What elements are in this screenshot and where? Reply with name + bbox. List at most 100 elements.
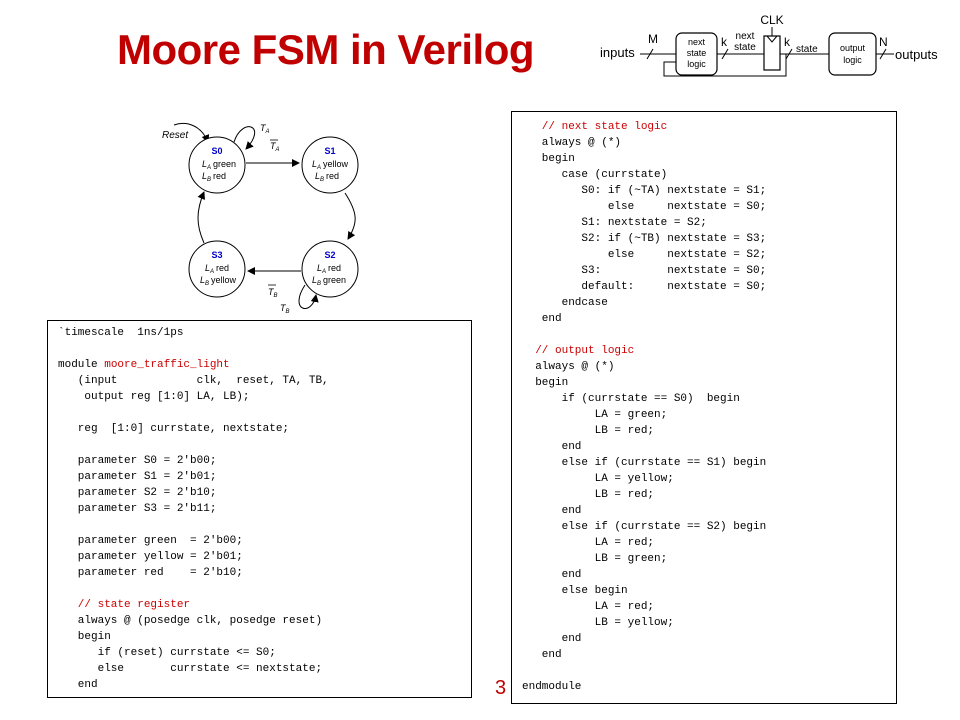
label-ta-bar: TA bbox=[270, 141, 280, 153]
code-line: begin bbox=[522, 153, 575, 165]
code-line: else nextstate = S2; bbox=[522, 249, 767, 261]
label-tb: TB bbox=[280, 303, 290, 315]
code-line: parameter red = 2'b10; bbox=[58, 567, 243, 579]
slide-title: Moore FSM in Verilog bbox=[117, 26, 535, 73]
svg-text:LB: LB bbox=[202, 171, 211, 183]
code-line: module moore_traffic_light bbox=[58, 359, 230, 371]
state-s3-name: S3 bbox=[211, 250, 222, 260]
svg-text:green: green bbox=[213, 159, 236, 169]
reset-label: Reset bbox=[162, 130, 189, 141]
code-line: end bbox=[522, 313, 562, 325]
code-line: LB = green; bbox=[522, 553, 668, 565]
transition-s3-s0 bbox=[197, 191, 205, 244]
state-s3: S3 LA red LB yellow bbox=[188, 240, 246, 298]
clk-label: CLK bbox=[760, 13, 783, 27]
code-line: else if (currstate == S1) begin bbox=[522, 457, 767, 469]
transition-s1-s2 bbox=[344, 192, 356, 240]
code-line: S3: nextstate = S0; bbox=[522, 265, 767, 277]
code-line: parameter S3 = 2'b11; bbox=[58, 503, 217, 515]
code-line: end bbox=[522, 505, 582, 517]
code-line: always @ (posedge clk, posedge reset) bbox=[58, 615, 323, 627]
transition-s0-self bbox=[233, 126, 256, 150]
state-s1-name: S1 bbox=[324, 146, 335, 156]
ol-line-1: output bbox=[840, 43, 866, 53]
code-line: LA = green; bbox=[522, 409, 668, 421]
m-label: M bbox=[648, 32, 658, 46]
state-s2-name: S2 bbox=[324, 250, 335, 260]
next-state-label-1: next bbox=[736, 31, 755, 42]
inputs-bus-tick bbox=[646, 48, 654, 60]
code-line: LA = yellow; bbox=[522, 473, 674, 485]
svg-text:LB: LB bbox=[312, 275, 321, 287]
svg-text:LA: LA bbox=[202, 159, 211, 171]
code-line: end bbox=[522, 633, 582, 645]
label-ta: TA bbox=[260, 123, 270, 135]
code-line: // output logic bbox=[522, 345, 635, 357]
output-logic-box bbox=[828, 32, 877, 76]
svg-text:LA: LA bbox=[312, 159, 321, 171]
code-line: begin bbox=[58, 631, 111, 643]
code-line: else currstate <= nextstate; bbox=[58, 663, 323, 675]
state-label: state bbox=[796, 44, 818, 55]
svg-text:LB: LB bbox=[315, 171, 324, 183]
state-s0-name: S0 bbox=[211, 146, 222, 156]
svg-text:red: red bbox=[213, 171, 226, 181]
code-line: LA = red; bbox=[522, 601, 655, 613]
nsl-line-3: logic bbox=[687, 59, 706, 69]
page-number: 3 bbox=[495, 677, 507, 699]
code-line: parameter S0 = 2'b00; bbox=[58, 455, 217, 467]
nsl-line-1: next bbox=[688, 37, 706, 47]
code-line: S2: if (~TB) nextstate = S3; bbox=[522, 233, 767, 245]
k-label-2: k bbox=[784, 35, 791, 49]
state-s0: S0 LA green LB red bbox=[188, 136, 246, 194]
transition-s2-self bbox=[298, 284, 319, 309]
outputs-bus-tick bbox=[879, 48, 887, 60]
fsm-block-diagram: inputs M next state logic k next state C… bbox=[600, 13, 938, 77]
code-line: (input clk, reset, TA, TB, bbox=[58, 375, 329, 387]
svg-text:LA: LA bbox=[205, 263, 214, 275]
state-s2: S2 LA red LB green bbox=[301, 240, 359, 298]
code-line: S0: if (~TA) nextstate = S1; bbox=[522, 185, 767, 197]
state-transition-diagram: Reset S0 LA green LB red S1 LA yellow LB… bbox=[162, 122, 359, 315]
code-line: always @ (*) bbox=[522, 361, 615, 373]
code-line: else if (currstate == S2) begin bbox=[522, 521, 767, 533]
code-line: output reg [1:0] LA, LB); bbox=[58, 391, 250, 403]
code-line: always @ (*) bbox=[522, 137, 622, 149]
outputs-label: outputs bbox=[895, 47, 938, 62]
nsl-line-2: state bbox=[687, 48, 707, 58]
ol-line-2: logic bbox=[843, 55, 862, 65]
code-line: parameter S1 = 2'b01; bbox=[58, 471, 217, 483]
feedback-wire bbox=[663, 54, 787, 77]
code-line: reg [1:0] currstate, nextstate; bbox=[58, 423, 290, 435]
code-line: end bbox=[522, 649, 562, 661]
code-line: default: nextstate = S0; bbox=[522, 281, 767, 293]
code-line: `timescale 1ns/1ps bbox=[58, 327, 184, 339]
code-line: end bbox=[522, 441, 582, 453]
code-line: if (reset) currstate <= S0; bbox=[58, 647, 276, 659]
reset-arrow bbox=[173, 122, 210, 143]
next-state-bus-tick bbox=[721, 48, 729, 60]
svg-text:LA: LA bbox=[317, 263, 326, 275]
k-label-1: k bbox=[721, 35, 728, 49]
svg-text:red: red bbox=[216, 263, 229, 273]
code-line: if (currstate == S0) begin bbox=[522, 393, 740, 405]
state-register bbox=[763, 35, 781, 71]
code-line: end bbox=[58, 679, 98, 691]
code-line: LB = yellow; bbox=[522, 617, 674, 629]
code-line: // next state logic bbox=[522, 121, 668, 133]
code-line: else nextstate = S0; bbox=[522, 201, 767, 213]
code-line: parameter green = 2'b00; bbox=[58, 535, 243, 547]
code-panel-left: `timescale 1ns/1ps module moore_traffic_l… bbox=[47, 320, 472, 698]
next-state-label-2: state bbox=[734, 42, 756, 53]
svg-text:red: red bbox=[326, 171, 339, 181]
state-bus-tick bbox=[785, 48, 793, 60]
inputs-label: inputs bbox=[600, 45, 635, 60]
code-line: endcase bbox=[522, 297, 608, 309]
code-line: end bbox=[522, 569, 582, 581]
code-line: begin bbox=[522, 377, 569, 389]
code-line: LB = red; bbox=[522, 425, 655, 437]
n-label: N bbox=[879, 35, 888, 49]
code-line: endmodule bbox=[522, 681, 582, 693]
code-line: LA = red; bbox=[522, 537, 655, 549]
code-line: LB = red; bbox=[522, 489, 655, 501]
